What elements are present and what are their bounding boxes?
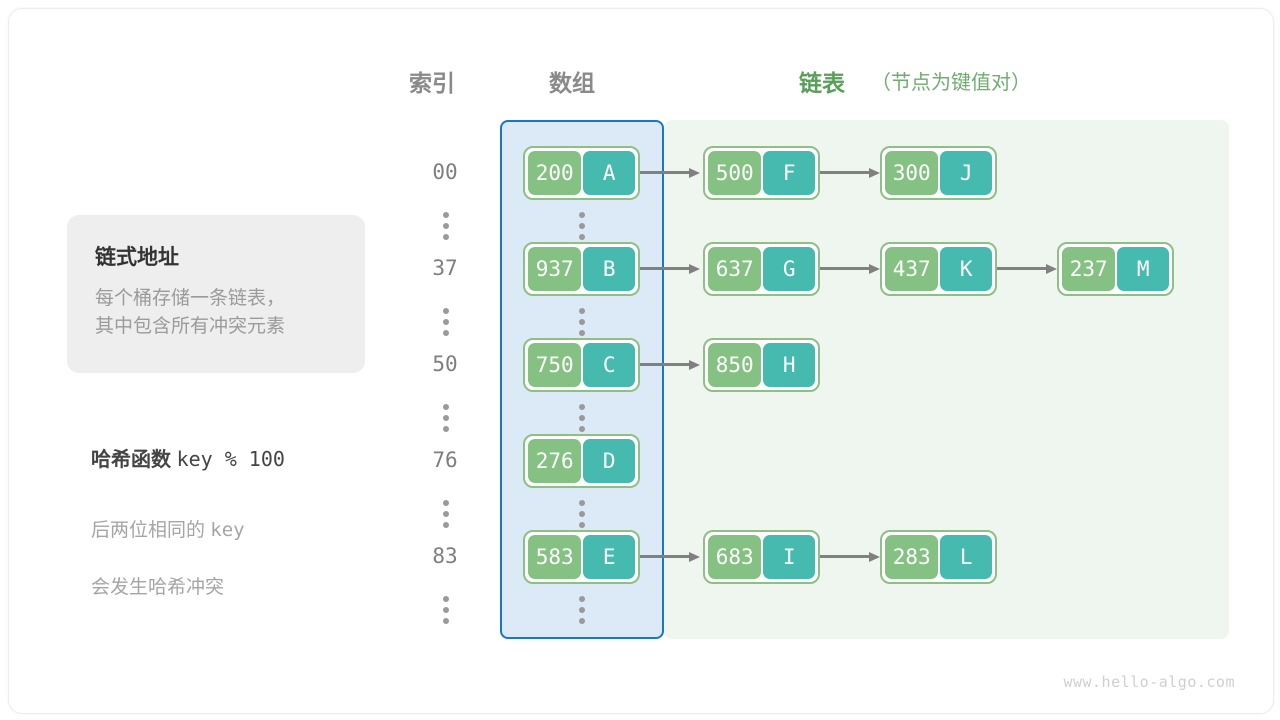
- hash-function-description: 后两位相同的 key 会发生哈希冲突: [91, 487, 245, 602]
- node-key: 500: [708, 151, 762, 195]
- node-value: F: [763, 151, 815, 195]
- next-pointer-arrow: [820, 168, 880, 178]
- next-pointer-arrow: [820, 552, 880, 562]
- header-array: 数组: [549, 70, 595, 96]
- index-label: 50: [432, 352, 458, 376]
- next-pointer-arrow: [820, 264, 880, 274]
- hash-function-label: 哈希函数: [91, 449, 171, 471]
- node-value: A: [583, 151, 635, 195]
- array-ellipsis: [575, 404, 589, 432]
- array-ellipsis: [575, 596, 589, 624]
- node-key: 283: [885, 535, 939, 579]
- chaining-note-body: 每个桶存储一条链表， 其中包含所有冲突元素: [95, 288, 286, 337]
- index-ellipsis: [439, 404, 453, 432]
- index-label: 76: [432, 448, 458, 472]
- index-ellipsis: [439, 596, 453, 624]
- node-value: M: [1117, 247, 1169, 291]
- node-value: I: [763, 535, 815, 579]
- index-label: 83: [432, 544, 458, 568]
- next-pointer-arrow: [997, 264, 1057, 274]
- node-key: 276: [528, 439, 582, 483]
- index-label: 37: [432, 256, 458, 280]
- chaining-note-title: 链式地址: [95, 246, 179, 269]
- index-label: 00: [432, 160, 458, 184]
- array-ellipsis: [575, 212, 589, 240]
- index-ellipsis: [439, 500, 453, 528]
- array-ellipsis: [575, 500, 589, 528]
- chaining-note-box: 链式地址 每个桶存储一条链表， 其中包含所有冲突元素: [67, 215, 365, 373]
- node-key: 750: [528, 343, 582, 387]
- next-pointer-arrow: [640, 264, 700, 274]
- index-ellipsis: [439, 212, 453, 240]
- header-index: 索引: [409, 70, 455, 96]
- node-key: 583: [528, 535, 582, 579]
- hash-function-expression: key % 100: [176, 447, 285, 471]
- node-value: C: [583, 343, 635, 387]
- node-key: 637: [708, 247, 762, 291]
- watermark: www.hello-algo.com: [1063, 673, 1235, 691]
- header-linked-list-note: （节点为键值对）: [871, 72, 1031, 94]
- node-key: 200: [528, 151, 582, 195]
- node-value: G: [763, 247, 815, 291]
- hash-desc-line2: 会发生哈希冲突: [91, 576, 225, 598]
- node-value: E: [583, 535, 635, 579]
- index-ellipsis: [439, 308, 453, 336]
- node-key: 683: [708, 535, 762, 579]
- array-ellipsis: [575, 308, 589, 336]
- node-key: 850: [708, 343, 762, 387]
- node-key: 237: [1062, 247, 1116, 291]
- node-value: H: [763, 343, 815, 387]
- node-key: 300: [885, 151, 939, 195]
- hash-desc-key-token: key: [210, 518, 245, 541]
- hash-function-title: 哈希函数 key % 100: [91, 443, 285, 472]
- node-value: B: [583, 247, 635, 291]
- node-value: D: [583, 439, 635, 483]
- node-value: J: [940, 151, 992, 195]
- next-pointer-arrow: [640, 168, 700, 178]
- next-pointer-arrow: [640, 360, 700, 370]
- node-key: 437: [885, 247, 939, 291]
- next-pointer-arrow: [640, 552, 700, 562]
- node-value: L: [940, 535, 992, 579]
- node-key: 937: [528, 247, 582, 291]
- node-value: K: [940, 247, 992, 291]
- hash-desc-line1-prefix: 后两位相同的: [91, 519, 211, 541]
- header-linked-list: 链表: [799, 70, 845, 96]
